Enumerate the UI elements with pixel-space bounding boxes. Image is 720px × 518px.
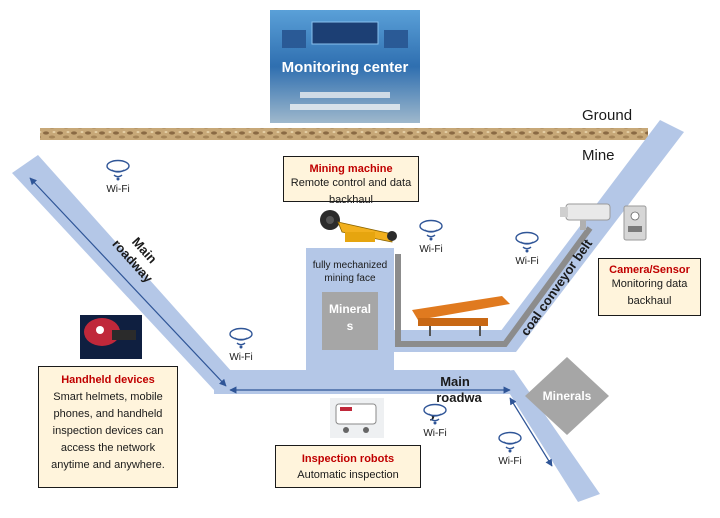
main-roadway-bottom-label-1: Main bbox=[440, 374, 470, 389]
mining-machine-image bbox=[320, 210, 397, 243]
mining-machine-text-1: Remote control and data bbox=[290, 177, 412, 189]
sensor-image bbox=[623, 205, 647, 241]
camera-sensor-text-2: backhaul bbox=[627, 295, 672, 308]
monitoring-center-label: Monitoring center bbox=[282, 59, 409, 76]
wifi-icon-conveyor: Wi-Fi bbox=[515, 231, 539, 267]
flow-arrow-right-branch bbox=[509, 397, 553, 467]
conveyor-belt-image bbox=[412, 296, 510, 336]
conveyor-label: coal conveyor belt bbox=[517, 236, 595, 339]
camera-sensor-text-1: Monitoring data bbox=[611, 278, 688, 290]
handheld-devices-text-5: anytime and anywhere. bbox=[51, 459, 165, 472]
wifi-label: Wi-Fi bbox=[419, 244, 442, 255]
camera-sensor-title: Camera/Sensor bbox=[609, 264, 690, 276]
mining-face-label-2: mining face bbox=[324, 273, 376, 284]
inspection-robots-title: Inspection robots bbox=[301, 453, 395, 465]
inspection-robots-text: Automatic inspection bbox=[297, 469, 399, 481]
handheld-devices-text-1: Smart helmets, mobile bbox=[53, 391, 163, 403]
mining-machine-text-2: backhaul bbox=[328, 194, 374, 207]
handheld-devices-box: Handheld devices Smart helmets, mobile p… bbox=[38, 366, 178, 488]
handheld-devices-text-4: access the network bbox=[60, 442, 156, 455]
wifi-label: Wi-Fi bbox=[106, 184, 129, 195]
mining-machine-box: Mining machine Remote control and data b… bbox=[283, 156, 419, 206]
wifi-label: Wi-Fi bbox=[229, 352, 252, 363]
wifi-icon-inspection: Wi-Fi bbox=[423, 403, 447, 439]
handheld-devices-title: Handheld devices bbox=[61, 374, 155, 386]
mining-face-label-1: fully mechanized bbox=[313, 260, 387, 271]
minerals-block-label-2: s bbox=[347, 319, 354, 333]
flow-arrow-diagonal bbox=[29, 177, 227, 387]
wifi-label: Wi-Fi bbox=[515, 256, 538, 267]
camera-image bbox=[560, 203, 611, 230]
conveyor-track bbox=[395, 226, 593, 347]
main-roadway-bottom-label-2: roadwa bbox=[436, 390, 482, 405]
inspection-robot-image bbox=[330, 398, 384, 438]
wifi-label: Wi-Fi bbox=[498, 456, 521, 467]
handheld-devices-text-2: phones, and handheld bbox=[53, 408, 163, 421]
wifi-icon-right-branch: Wi-Fi bbox=[498, 431, 522, 467]
camera-sensor-box: Camera/Sensor Monitoring data backhaul bbox=[598, 258, 701, 316]
minerals-block-label-1: Mineral bbox=[329, 302, 371, 316]
ground-strip bbox=[40, 128, 648, 140]
wifi-icon-roadway-left: Wi-Fi bbox=[229, 327, 253, 363]
mining-machine-title: Mining machine bbox=[309, 163, 393, 175]
mine-label: Mine bbox=[582, 147, 615, 164]
wifi-icon-top-left: Wi-Fi bbox=[106, 159, 130, 195]
inspection-robots-box: Inspection robots Automatic inspection bbox=[275, 445, 421, 488]
helmet-image bbox=[80, 315, 142, 359]
wifi-label: Wi-Fi bbox=[423, 428, 446, 439]
monitoring-center: Monitoring center bbox=[270, 10, 420, 123]
ground-label: Ground bbox=[582, 107, 632, 124]
minerals-diamond-label: Minerals bbox=[543, 389, 592, 403]
handheld-devices-text-3: inspection devices can bbox=[52, 425, 164, 438]
wifi-icon-mining-face: Wi-Fi bbox=[419, 219, 443, 255]
minerals-block bbox=[322, 292, 378, 350]
